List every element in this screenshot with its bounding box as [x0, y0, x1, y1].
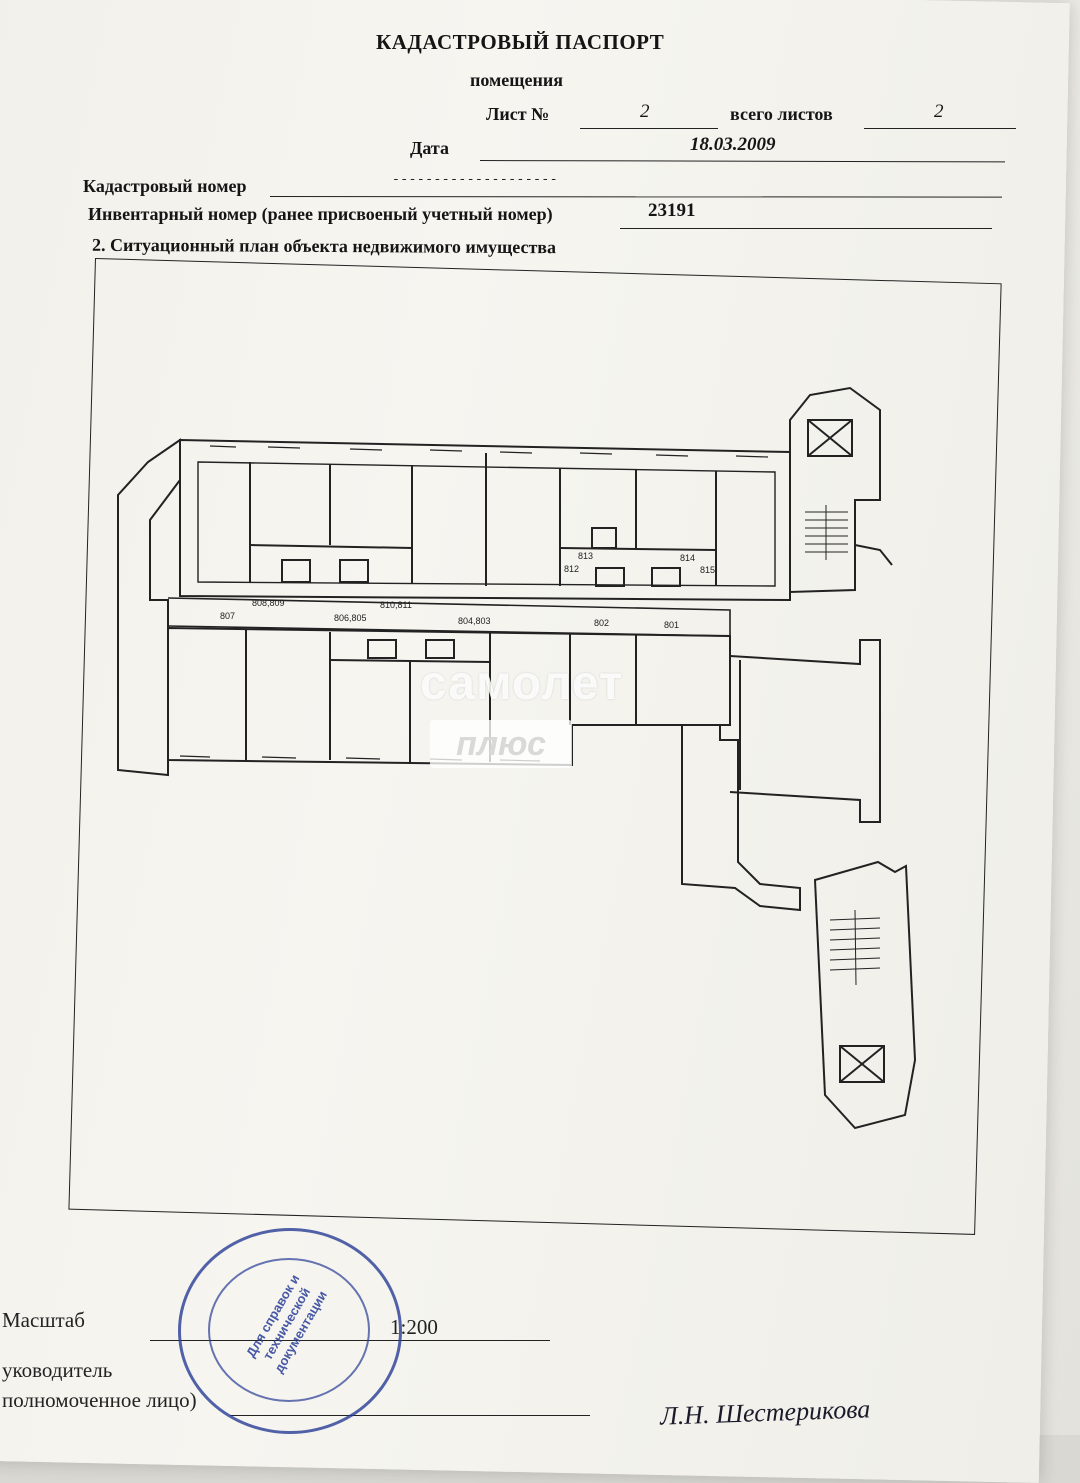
- watermark-sub: плюс: [430, 720, 572, 768]
- watermark-brand: самолет: [420, 657, 624, 710]
- upper-stair-tower: [789, 386, 881, 594]
- elevator-lower: [839, 1045, 885, 1083]
- inventory-number-line: [620, 228, 992, 229]
- signature-line: [230, 1415, 590, 1416]
- sheet-number-value: 2: [640, 101, 650, 122]
- lower-stair-tower: [813, 860, 917, 1130]
- date-value: 18.03.2009: [690, 134, 776, 155]
- wc-fixture: [281, 559, 311, 583]
- total-sheets-value: 2: [934, 101, 944, 122]
- room-label: 813: [578, 551, 593, 561]
- sheet-number-line: [580, 128, 718, 129]
- wall: [329, 659, 491, 663]
- right-extension: [729, 639, 881, 823]
- official-stamp-inner: [208, 1258, 370, 1402]
- scale-label: Масштаб: [2, 1308, 85, 1332]
- document-title: КАДАСТРОВЫЙ ПАСПОРТ: [376, 30, 665, 54]
- wc-fixture: [339, 559, 369, 583]
- room-label: 806,805: [334, 613, 367, 623]
- room-label: 810,811: [380, 600, 412, 610]
- wc-fixture: [651, 567, 681, 587]
- upper-wing-outline: [179, 438, 791, 602]
- inventory-number-label: Инвентарный номер (ранее присвоеный учет…: [88, 204, 553, 224]
- stair-step: [854, 544, 893, 566]
- floor-plan: 808,809 810,811 812 813 814 815 807 806,…: [117, 386, 917, 1130]
- cadastral-number-label: Кадастровый номер: [83, 176, 247, 196]
- wc-fixture: [595, 567, 625, 587]
- connecting-corridor: [681, 725, 801, 912]
- upper-wing-inner: [197, 461, 776, 587]
- date-label: Дата: [410, 138, 449, 158]
- lower-wing-outline: [167, 626, 731, 767]
- authorized-label: полномоченное лицо): [2, 1388, 197, 1412]
- total-sheets-line: [864, 128, 1016, 129]
- cadastral-number-value: --------------------: [392, 172, 559, 187]
- room-label: 802: [594, 618, 609, 628]
- inventory-number-value: 23191: [648, 200, 696, 221]
- left-wing-outline: [117, 438, 181, 777]
- wc-fixture: [425, 639, 455, 659]
- wall: [559, 547, 717, 551]
- wc-fixture: [367, 639, 397, 659]
- room-label: 812: [564, 564, 579, 574]
- total-sheets-label: всего листов: [730, 104, 833, 124]
- wc-fixture: [591, 527, 617, 549]
- document-subtitle: помещения: [470, 70, 563, 90]
- wall: [249, 544, 413, 549]
- room-label: 815: [700, 565, 715, 575]
- room-label: 804,803: [458, 616, 491, 626]
- room-label: 814: [680, 553, 695, 563]
- official-stamp: [178, 1228, 402, 1434]
- head-label: уководитель: [2, 1358, 113, 1382]
- room-label: 801: [664, 620, 679, 630]
- room-label: 808,809: [252, 598, 285, 608]
- elevator-upper: [807, 419, 853, 457]
- sheet-number-label: Лист №: [486, 104, 550, 124]
- room-label: 807: [220, 611, 235, 621]
